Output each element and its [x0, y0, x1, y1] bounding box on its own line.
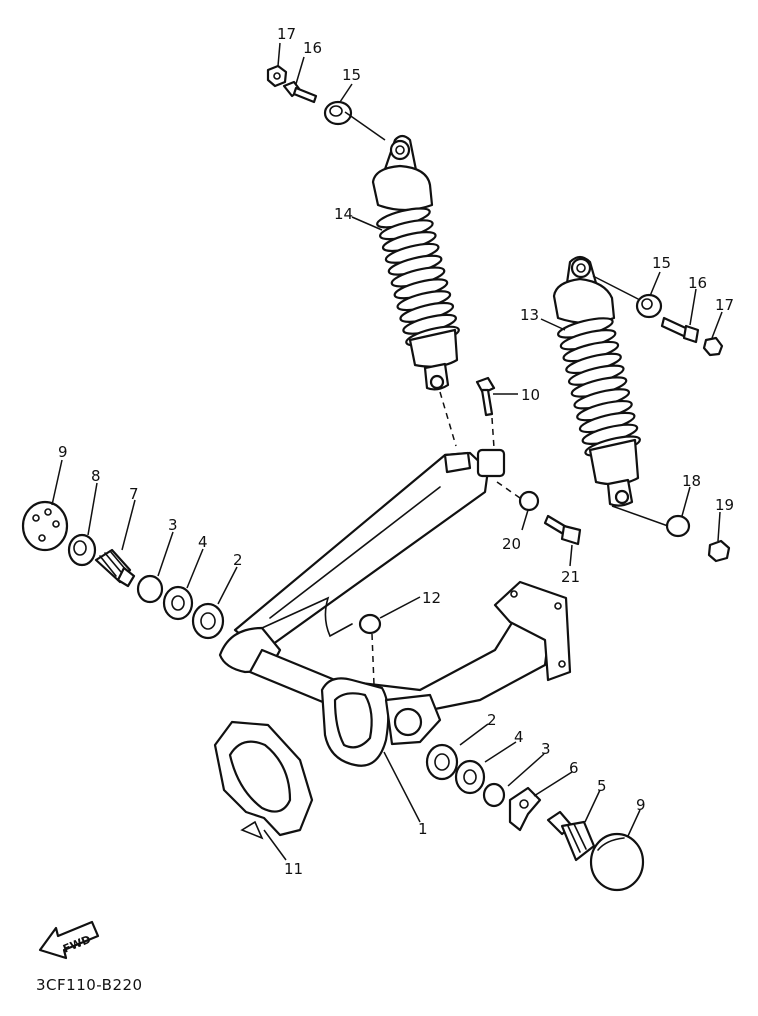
seal-4-left	[162, 585, 194, 621]
leader-lines	[51, 42, 723, 861]
callout-16: 16	[688, 274, 707, 292]
callout-13: 13	[520, 306, 539, 324]
callout-16: 16	[303, 39, 322, 57]
callout-11: 11	[284, 860, 303, 878]
forward-arrow-icon: FWD	[38, 920, 100, 960]
nut-17-top	[266, 64, 288, 88]
callout-7: 7	[129, 485, 139, 503]
bolt-21	[543, 514, 582, 546]
pivot-shaft-5	[546, 810, 596, 862]
bearing-2-right	[425, 743, 459, 781]
washer-18	[665, 514, 691, 538]
callout-17: 17	[715, 296, 734, 314]
collar-3-right	[482, 782, 506, 808]
boot-11	[213, 720, 314, 840]
washer-20	[518, 490, 540, 512]
nut-17-right	[702, 336, 724, 357]
callout-14: 14	[334, 205, 353, 223]
callout-15: 15	[342, 66, 361, 84]
callout-5: 5	[597, 777, 607, 795]
callout-10: 10	[521, 386, 540, 404]
callout-3: 3	[168, 516, 178, 534]
bolt-10	[475, 376, 496, 417]
collar-3-left	[136, 574, 164, 604]
callout-labels: 17 16 15 14 15 16 17 13 10 18 19 20 21 1…	[58, 25, 734, 878]
callout-3: 3	[541, 740, 551, 758]
seal-4-right	[454, 759, 486, 795]
bolt-16-right	[660, 316, 700, 344]
callout-21: 21	[561, 568, 580, 586]
callout-18: 18	[682, 472, 701, 490]
callout-4: 4	[514, 728, 524, 746]
callout-6: 6	[569, 759, 579, 777]
pivot-shaft-7	[94, 548, 136, 588]
diagram-code: 3CF110-B220	[36, 976, 143, 994]
plug-12	[358, 613, 382, 635]
callout-9: 9	[58, 443, 68, 461]
bushing-15-top	[323, 100, 353, 126]
callout-4: 4	[198, 533, 208, 551]
callout-2: 2	[487, 711, 497, 729]
cap-9-left	[21, 500, 69, 552]
callout-1: 1	[418, 820, 428, 838]
shock-absorber-left	[371, 134, 460, 391]
nut-19	[707, 539, 731, 563]
callout-15: 15	[652, 254, 671, 272]
bearing-2-left	[191, 602, 225, 640]
callout-8: 8	[91, 467, 101, 485]
callout-19: 19	[715, 496, 734, 514]
swing-arm	[218, 448, 572, 767]
callout-2: 2	[233, 551, 243, 569]
collar-8	[67, 533, 97, 567]
bolt-16-top	[282, 80, 318, 104]
shock-absorber-right	[552, 255, 641, 507]
callout-12: 12	[422, 589, 441, 607]
bushing-15-right	[635, 293, 663, 319]
lock-washer-6	[508, 786, 542, 832]
callout-17: 17	[277, 25, 296, 43]
callout-9: 9	[636, 796, 646, 814]
cap-9-right	[589, 832, 645, 892]
callout-20: 20	[502, 535, 521, 553]
